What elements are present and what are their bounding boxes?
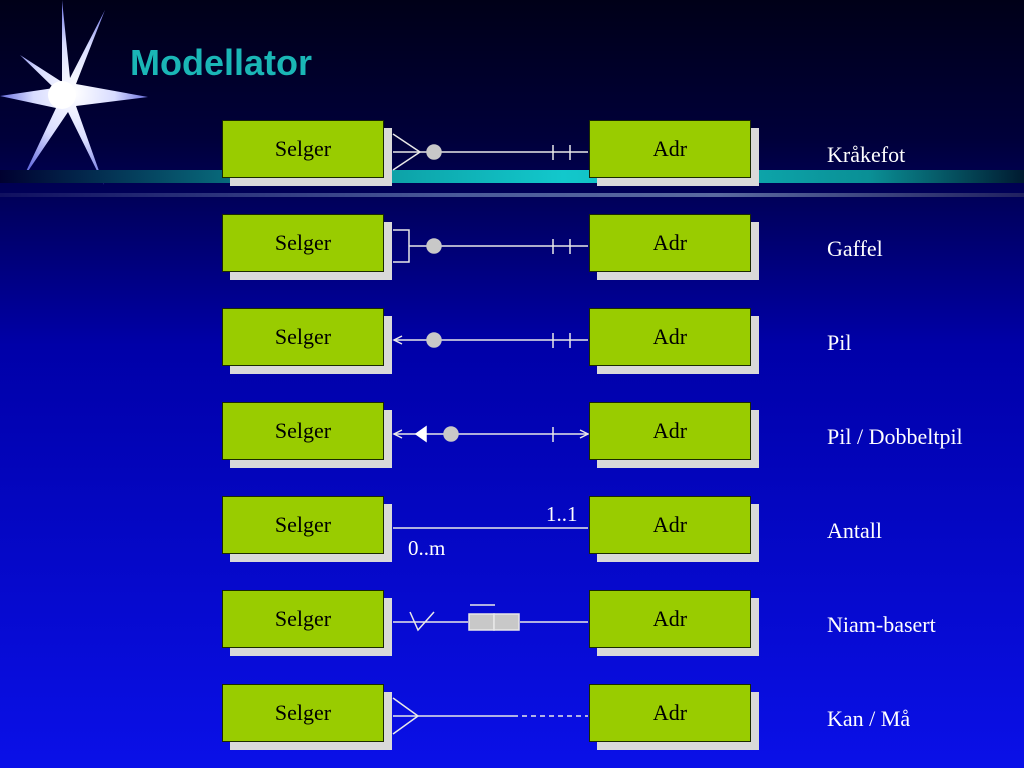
entity-selger: Selger [222, 590, 392, 656]
connector-gaffel [393, 229, 588, 263]
notation-label: Kråkefot [827, 142, 906, 167]
notation-label: Niam-basert [827, 612, 936, 637]
entity-selger: Selger [222, 684, 392, 750]
notation-label: Pil [827, 330, 852, 355]
notation-label: Gaffel [827, 236, 883, 261]
connector-kan-ma [392, 697, 588, 735]
connector-niam [393, 604, 588, 632]
notation-label: Kan / Må [827, 706, 911, 731]
entity-adr: Adr [589, 308, 759, 374]
entity-adr: Adr [589, 684, 759, 750]
entity-selger: Selger [222, 308, 392, 374]
entity-selger: Selger [222, 214, 392, 280]
entity-adr: Adr [589, 402, 759, 468]
entity-adr: Adr [589, 120, 759, 186]
connector-dobbeltpil [392, 425, 590, 443]
entity-selger: Selger [222, 120, 392, 186]
divider-line [0, 193, 1024, 197]
entity-adr: Adr [589, 496, 759, 562]
entity-adr: Adr [589, 590, 759, 656]
connector-pil [392, 332, 588, 348]
cardinality-right: 1..1 [546, 502, 578, 526]
star-burst-icon [0, 0, 148, 185]
entity-adr: Adr [589, 214, 759, 280]
page-title: Modellator [130, 42, 313, 83]
entity-selger: Selger [222, 496, 392, 562]
cardinality-left: 0..m [408, 536, 446, 560]
entity-selger: Selger [222, 402, 392, 468]
notation-label: Antall [827, 518, 882, 543]
connector-krakefot [392, 133, 588, 171]
notation-label: Pil / Dobbeltpil [827, 424, 963, 449]
